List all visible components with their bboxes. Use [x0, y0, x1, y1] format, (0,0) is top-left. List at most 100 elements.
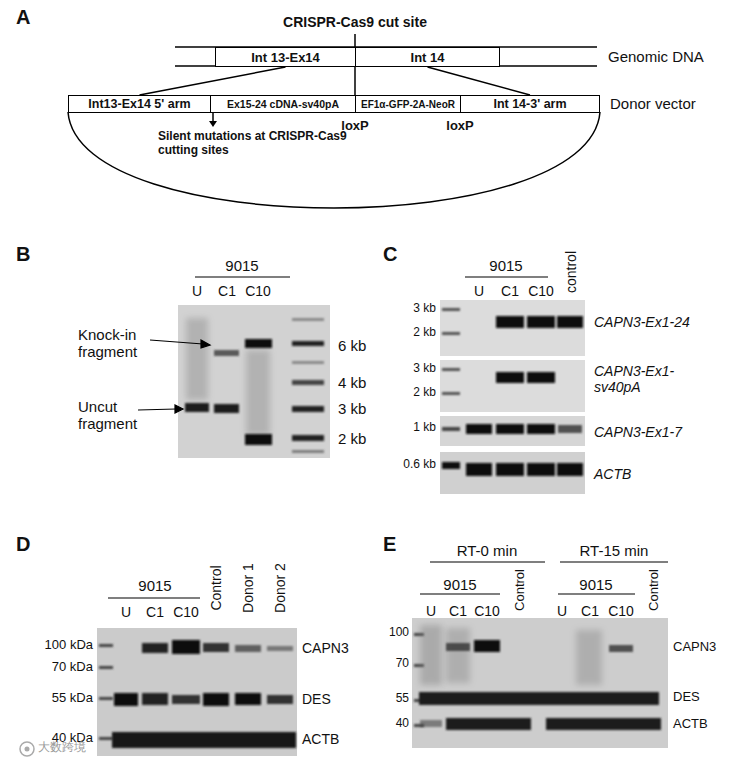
figure-label: 3 kb: [338, 400, 366, 417]
figure-label: CAPN3-Ex1-24: [594, 314, 690, 330]
group-line: [430, 561, 545, 562]
agarose-gel: [292, 341, 324, 346]
segment-label: Int 14-3' arm: [493, 97, 566, 111]
figure-label: Knock-in fragment: [78, 326, 150, 361]
figure-label: C10: [173, 604, 199, 620]
figure-label: 2 kb: [413, 386, 436, 400]
figure-label: U: [192, 283, 202, 299]
recombination-line: [140, 67, 286, 95]
figure-label: 0.6 kb: [403, 458, 436, 472]
western-blot: [412, 618, 668, 748]
western-blot: [172, 640, 200, 654]
figure-label: 9015: [579, 576, 612, 593]
figure-label: 55 kDa: [52, 691, 93, 706]
western-blot: [235, 693, 261, 705]
plasmid-backbone: [68, 112, 600, 208]
figure-label: 1 kb: [413, 421, 436, 435]
figure-label: Silent mutations at CRISPR-Cas9 cutting …: [158, 130, 358, 158]
western-blot: [97, 628, 297, 756]
figure-label: 9015: [489, 257, 522, 274]
western-blot: [609, 645, 633, 652]
figure-label: E: [383, 533, 396, 556]
figure-label: 4 kb: [338, 374, 366, 391]
western-blot: [97, 628, 297, 756]
figure-label: CRISPR-Cas9 cut site: [283, 14, 427, 30]
rt-pcr-gel: [527, 463, 555, 476]
figure-label: 100 kDa: [45, 638, 93, 653]
group-line: [465, 276, 548, 277]
watermark-logo: [25, 747, 30, 752]
segment-label: Int 13-Ex14: [251, 50, 320, 65]
recombination-line: [428, 67, 531, 95]
western-blot: [99, 666, 113, 669]
figure-label: 2 kb: [338, 430, 366, 447]
figure-label: ACTB: [673, 717, 708, 732]
segment-label: Ex15-24 cDNA-sv40pA: [227, 98, 339, 110]
agarose-gel: [178, 305, 330, 458]
figure-label: C1: [146, 604, 164, 620]
figure-label: 55: [396, 692, 409, 706]
rt-pcr-gel: [527, 424, 555, 434]
western-blot: [142, 643, 168, 653]
figure-label: CAPN3: [302, 640, 349, 656]
segment-label: Int13-Ex14 5' arm: [88, 97, 190, 111]
rt-pcr-gel: [442, 308, 460, 311]
figure-label: DES: [673, 690, 700, 705]
figure-label: CAPN3-Ex1-7: [594, 424, 682, 440]
figure-label: RT-0 min: [457, 542, 518, 559]
genomic-dna-strand: [175, 47, 597, 66]
figure-label: C10: [528, 283, 554, 299]
western-blot: [99, 697, 113, 700]
agarose-gel: [292, 450, 324, 453]
figure-label: Donor 1: [240, 563, 256, 613]
western-blot: [114, 693, 138, 706]
rt-pcr-gel: [440, 360, 585, 412]
segment-box: Int 14: [355, 47, 500, 67]
figure-label: 100: [389, 626, 409, 640]
figure-label: 70: [396, 657, 409, 671]
figure-label: DES: [302, 691, 331, 707]
rt-pcr-gel: [442, 462, 460, 469]
rt-pcr-gel: [527, 316, 555, 328]
rt-pcr-gel: [557, 463, 583, 476]
pointer-arrow: [175, 405, 183, 413]
agarose-gel: [292, 380, 324, 385]
figure-label: B: [16, 243, 30, 266]
group-line: [420, 593, 500, 594]
figure-label: Control: [647, 569, 662, 611]
western-blot: [412, 618, 668, 748]
segment-box: Int 14-3' arm: [460, 95, 600, 113]
group-line: [560, 561, 668, 562]
agarose-gel: [292, 435, 324, 441]
figure-label: U: [474, 283, 484, 299]
rt-pcr-gel: [442, 427, 460, 431]
group-line: [108, 597, 200, 598]
agarose-gel: [214, 350, 239, 356]
agarose-gel: [178, 305, 330, 458]
figure-label: 3 kb: [413, 302, 436, 316]
western-blot: [99, 644, 113, 647]
figure-label: 9015: [225, 257, 258, 274]
figure-label: C: [383, 243, 397, 266]
figure-label: C10: [245, 283, 271, 299]
figure-label: 70 kDa: [52, 660, 93, 675]
watermark-logo: [20, 742, 34, 756]
figure-label: U: [426, 603, 436, 619]
segment-label: EF1α-GFP-2A-NeoR: [361, 99, 455, 110]
leader-arrow: [212, 113, 214, 121]
western-blot: [99, 737, 113, 740]
pointer-arrow: [201, 340, 210, 348]
group-line: [195, 277, 290, 278]
western-blot: [446, 628, 470, 683]
rt-pcr-gel: [557, 316, 583, 328]
figure-label: Donor 2: [272, 563, 288, 613]
western-blot: [267, 695, 293, 704]
figure-label: RT-15 min: [580, 542, 649, 559]
western-blot: [446, 643, 470, 651]
rt-pcr-gel: [558, 425, 582, 433]
figure-label: 3 kb: [413, 362, 436, 376]
agarose-gel: [292, 318, 324, 321]
figure-label: CAPN3-Ex1-sv40pA: [594, 363, 694, 395]
figure-label: C10: [474, 603, 500, 619]
